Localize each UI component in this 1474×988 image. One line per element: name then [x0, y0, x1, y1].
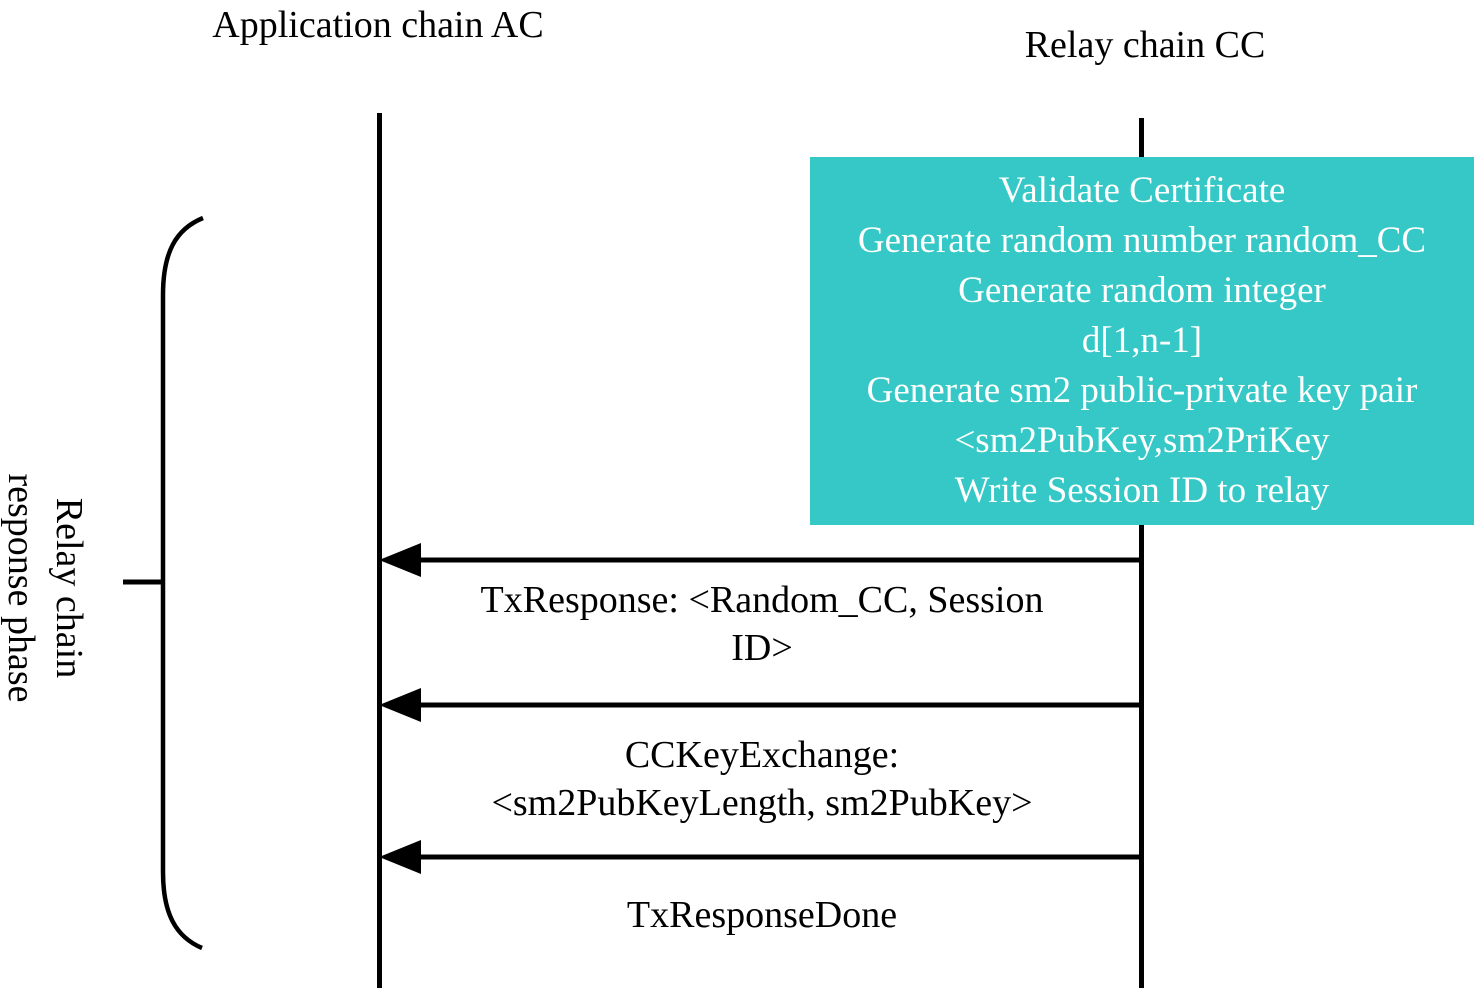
message-arrowhead-2: [379, 688, 421, 722]
phase-bracket-curve: [160, 215, 204, 951]
note-line: Write Session ID to relay: [954, 470, 1330, 511]
actor-application-chain-line2: AC: [490, 4, 544, 46]
message-label-line: CCKeyExchange:: [624, 734, 900, 776]
message-label-txresponsedone: TxResponseDone: [400, 891, 1124, 939]
phase-label-line1: Relay chain: [48, 497, 90, 679]
message-label-txresponse: TxResponse: <Random_CC, Session ID>: [400, 576, 1124, 672]
note-line: Validate Certificate: [998, 170, 1286, 211]
note-line: d[1,n-1]: [1081, 320, 1203, 361]
message-arrowhead-1: [379, 543, 421, 577]
actor-relay-chain: Relay chain CC: [945, 20, 1345, 70]
message-label-cckeyexchange: CCKeyExchange: <sm2PubKeyLength, sm2PubK…: [400, 731, 1124, 827]
actor-application-chain-line1: Application chain: [212, 4, 484, 46]
actor-application-chain: Application chain AC: [178, 0, 578, 50]
message-label-line: ID>: [731, 627, 793, 669]
message-label-line: TxResponseDone: [626, 894, 898, 936]
note-line: Generate random number random_CC: [857, 220, 1427, 261]
message-label-line: TxResponse: <Random_CC, Session: [480, 579, 1044, 621]
actor-relay-chain-label: Relay chain CC: [1024, 24, 1266, 66]
note-line: Generate sm2 public-private key pair: [866, 370, 1418, 411]
phase-label-line2: response phase: [0, 473, 42, 703]
note-line: <sm2PubKey,sm2PriKey: [954, 420, 1330, 461]
phase-label: Relay chain response phase: [0, 438, 93, 738]
note-box: Validate Certificate Generate random num…: [810, 157, 1474, 525]
message-arrowhead-3: [379, 840, 421, 874]
message-label-line: <sm2PubKeyLength, sm2PubKey>: [491, 782, 1033, 824]
note-line: Generate random integer: [958, 270, 1326, 311]
